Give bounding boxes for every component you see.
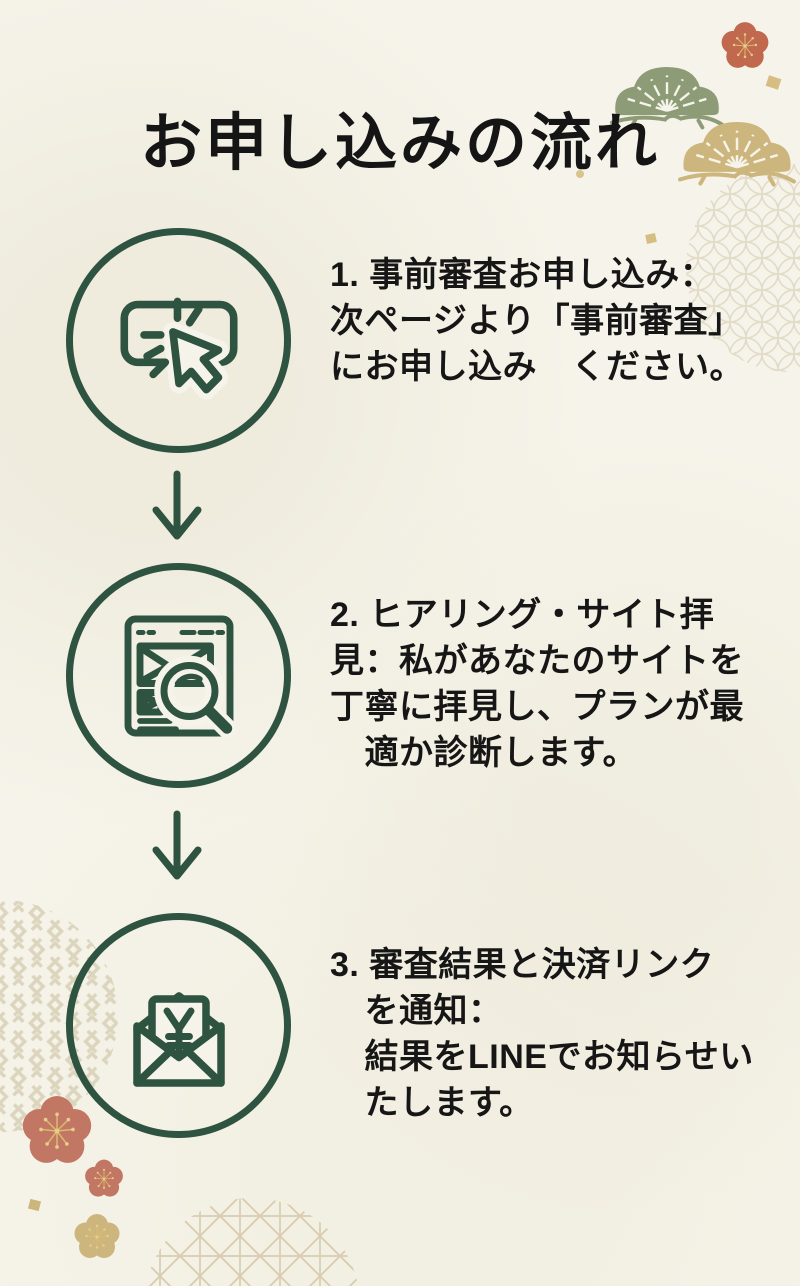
step-text-line: 見：私があなたのサイトを (330, 642, 744, 680)
step-text-line: 結果をLINEでお知らせい (330, 1038, 754, 1076)
gold-speck (27, 1198, 42, 1212)
step-text-line: たします。 (330, 1084, 534, 1122)
gold-speck (645, 233, 657, 244)
site-review-magnifier-icon (66, 563, 291, 788)
step-text-line: 次ページより「事前審査」 (330, 302, 743, 340)
asanoha-pattern-circle (145, 1198, 359, 1286)
down-arrow-icon (152, 470, 202, 540)
plum-blossom-red-small (84, 1159, 124, 1198)
envelope-yen-icon (66, 913, 291, 1138)
step-2-text: 2. ヒアリング・サイト拝 見：私があなたのサイトを 丁寧に拝見し、プランが最 … (330, 592, 800, 776)
step-text-line: を通知： (330, 992, 503, 1030)
step-text-line: 2. ヒアリング・サイト拝 (330, 596, 715, 634)
step-1-text: 1. 事前審査お申し込み： 次ページより「事前審査」 にお申し込み ください。 (330, 252, 800, 390)
step-text-line: 1. 事前審査お申し込み： (330, 256, 715, 294)
step-text-line: 丁寧に拝見し、プランが最 (330, 688, 744, 726)
button-click-icon (66, 228, 291, 453)
plum-blossom-gold (74, 1213, 120, 1259)
down-arrow-icon (152, 810, 202, 880)
gold-speck (765, 75, 782, 90)
plum-blossom-red-large (22, 1095, 92, 1164)
plum-blossom-red-top (721, 21, 769, 69)
step-text-line: 3. 審査結果と決済リンク (330, 946, 715, 984)
step-text-line: にお申し込み ください。 (330, 348, 744, 386)
step-text-line: 適か診断します。 (330, 734, 638, 772)
page-title: お申し込みの流れ (139, 110, 660, 178)
step-3-text: 3. 審査結果と決済リンク を通知： 結果をLINEでお知らせい たします。 (330, 942, 800, 1126)
